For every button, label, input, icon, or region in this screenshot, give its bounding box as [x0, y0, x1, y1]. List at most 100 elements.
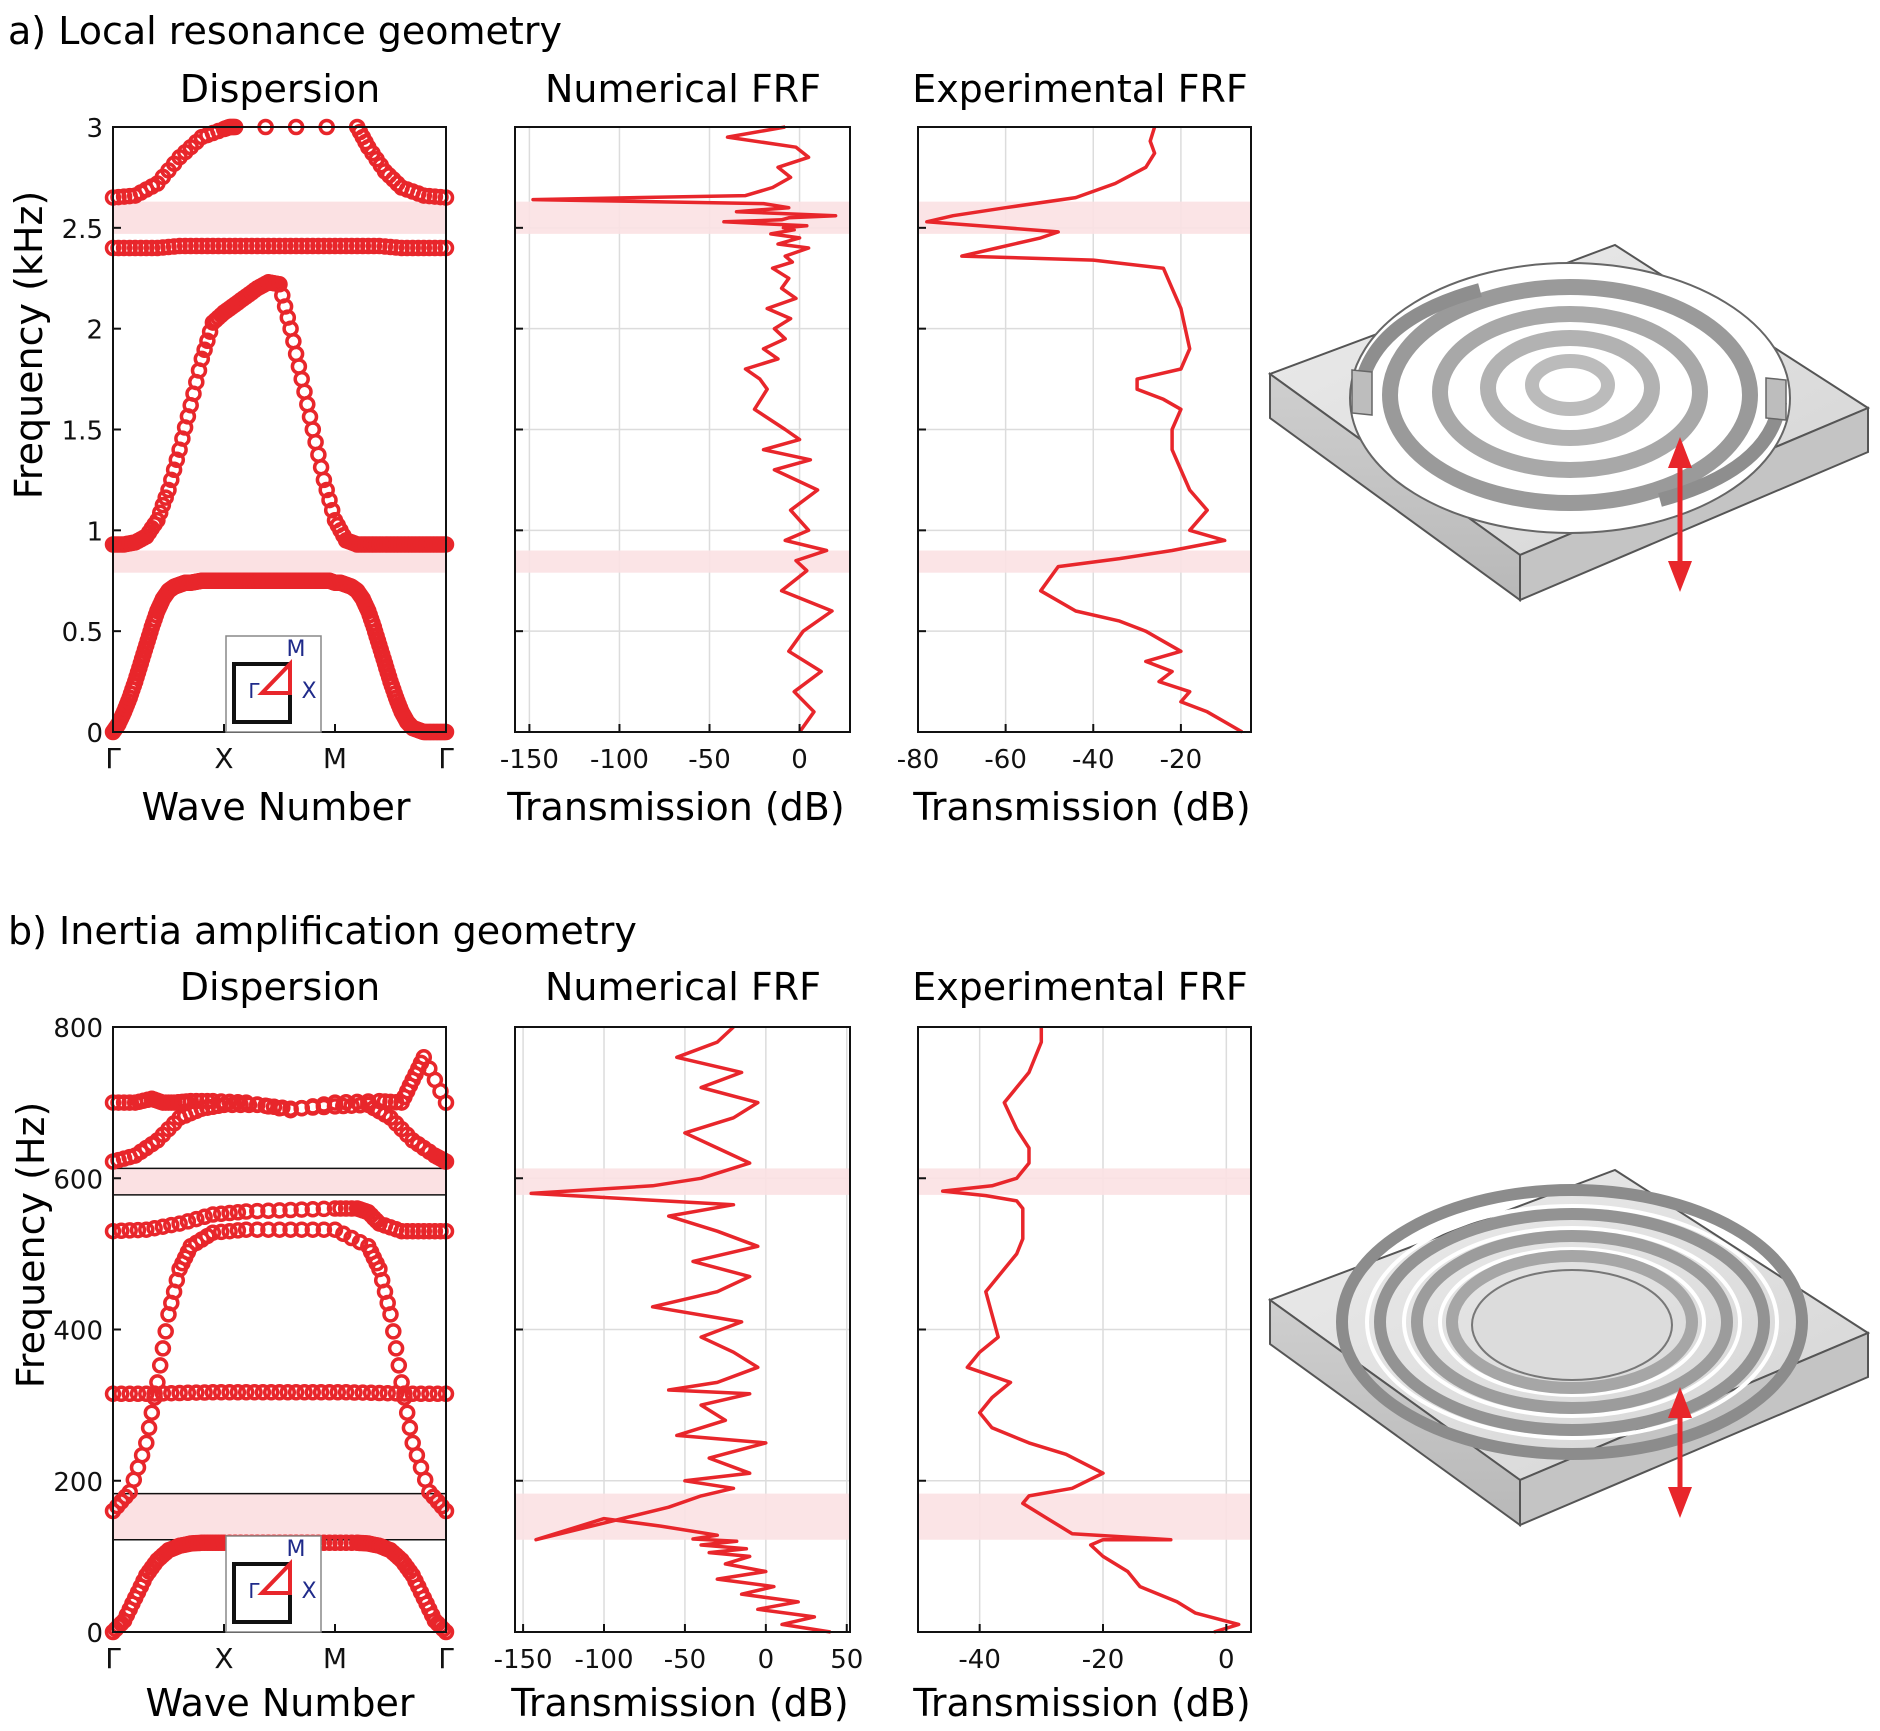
- y-tick-label: 0.5: [62, 618, 103, 648]
- dispersion-point: [304, 237, 322, 255]
- dispersion-point: [157, 1323, 174, 1340]
- dispersion-point: [299, 237, 316, 255]
- dispersion-point: [329, 1384, 347, 1401]
- y-tick-label: 600: [53, 1165, 103, 1195]
- dispersion-point: [321, 491, 338, 509]
- dispersion-point: [229, 1222, 247, 1239]
- y-tick-label: 2: [86, 316, 103, 346]
- y-axis-label-a: Frequency (kHz): [7, 191, 51, 500]
- dispersion-point: [396, 1385, 413, 1402]
- dispersion-point: [354, 1384, 372, 1401]
- dispersion-point: [129, 1221, 147, 1239]
- dispersion-point: [371, 1384, 388, 1402]
- dispersion-point: [415, 1222, 433, 1240]
- dispersion-point: [149, 512, 166, 529]
- dispersion-point: [348, 237, 366, 255]
- dispersion-point: [260, 237, 277, 255]
- x-axis-label-experimental-a: Transmission (dB): [912, 785, 1250, 829]
- inset-label-M: M: [287, 637, 306, 662]
- dispersion-point: [321, 1534, 338, 1552]
- dispersion-point: [182, 1092, 199, 1110]
- inset-label-X: X: [301, 1579, 316, 1604]
- dispersion-point: [421, 1222, 438, 1240]
- dispersion-point: [237, 1384, 255, 1401]
- x-tick-label: 0: [791, 745, 808, 775]
- y-tick-label: 3: [86, 114, 103, 144]
- numerical-a-title: Numerical FRF: [545, 67, 821, 111]
- dispersion-point: [354, 237, 372, 255]
- dispersion-point: [171, 1215, 188, 1232]
- dispersion-point: [382, 1306, 399, 1323]
- dispersion-point: [421, 1385, 438, 1403]
- x-tick-label: Γ: [105, 742, 121, 775]
- y-tick-label: 1: [86, 517, 103, 547]
- dispersion-point: [254, 237, 272, 255]
- dispersion-point: [154, 1385, 172, 1402]
- dispersion-point: [193, 350, 211, 368]
- x-tick-label: -150: [494, 1645, 553, 1675]
- dispersion-point: [315, 237, 333, 255]
- dispersion-point: [221, 1204, 238, 1222]
- dispersion-point: [204, 1384, 222, 1401]
- x-tick-label: M: [323, 742, 347, 775]
- inset-label-gamma: Γ: [248, 679, 260, 703]
- y-tick-label: 400: [53, 1317, 103, 1347]
- dispersion-point: [282, 237, 299, 255]
- dispersion-point: [176, 237, 194, 255]
- dispersion-point: [271, 1221, 288, 1238]
- dispersion-point: [196, 341, 213, 359]
- x-tick-label: Γ: [438, 1642, 454, 1675]
- dispersion-point: [282, 1221, 299, 1238]
- dispersion-point: [337, 1384, 355, 1401]
- dispersion-point: [226, 237, 244, 255]
- irreducible-path: [257, 659, 292, 695]
- dispersion-point: [188, 1384, 205, 1401]
- dispersion-point: [360, 237, 377, 255]
- bandgap-0-disp-0: [113, 550, 446, 573]
- dispersion-point: [326, 237, 344, 255]
- dispersion-point: [426, 239, 444, 257]
- dispersion-point: [193, 237, 211, 255]
- inset-box: [225, 1535, 322, 1633]
- x-tick-label: X: [214, 742, 233, 775]
- x-tick-label: -100: [575, 1645, 634, 1675]
- dispersion-b-title: Dispersion: [180, 965, 380, 1009]
- dispersion-point: [304, 1201, 322, 1218]
- dispersion-point: [332, 1200, 349, 1217]
- dispersion-point: [196, 1208, 213, 1226]
- dispersion-a-title: Dispersion: [180, 67, 380, 111]
- dispersion-point: [318, 481, 335, 499]
- part-b-label: b) Inertia amplification geometry: [8, 909, 637, 953]
- dispersion-point: [232, 237, 249, 255]
- irreducible-path: [257, 1559, 292, 1595]
- dispersion-point: [188, 1092, 205, 1110]
- dispersion-point: [404, 1222, 421, 1240]
- x-axis-label-numerical-a: Transmission (dB): [506, 785, 844, 829]
- y-tick-label: 2.5: [62, 215, 103, 245]
- dispersion-point: [401, 1419, 419, 1437]
- dispersion-point: [293, 237, 310, 255]
- dispersion-point: [310, 446, 327, 463]
- dispersion-point: [326, 1534, 344, 1552]
- dispersion-point: [154, 496, 172, 514]
- dispersion-point: [221, 1222, 238, 1240]
- dispersion-point: [151, 1357, 169, 1374]
- dispersion-point: [385, 1323, 402, 1340]
- dispersion-point: [171, 1384, 188, 1402]
- dispersion-point: [229, 1204, 247, 1221]
- dispersion-point: [154, 1218, 172, 1235]
- dispersion-point: [138, 1221, 155, 1238]
- bandgap-1-disp-1: [113, 1168, 446, 1195]
- dispersion-point: [113, 1222, 130, 1240]
- dispersion-point: [260, 1202, 277, 1220]
- x-tick-label: Γ: [438, 742, 454, 775]
- x-tick-label: -150: [500, 745, 559, 775]
- x-tick-label: -50: [664, 1645, 706, 1675]
- dispersion-point: [243, 237, 261, 255]
- dispersion-point: [163, 471, 180, 489]
- y-tick-label: 1.5: [62, 417, 103, 447]
- part-a-label: a) Local resonance geometry: [8, 9, 562, 53]
- dispersion-point: [293, 1221, 310, 1238]
- dispersion-point: [287, 1384, 305, 1401]
